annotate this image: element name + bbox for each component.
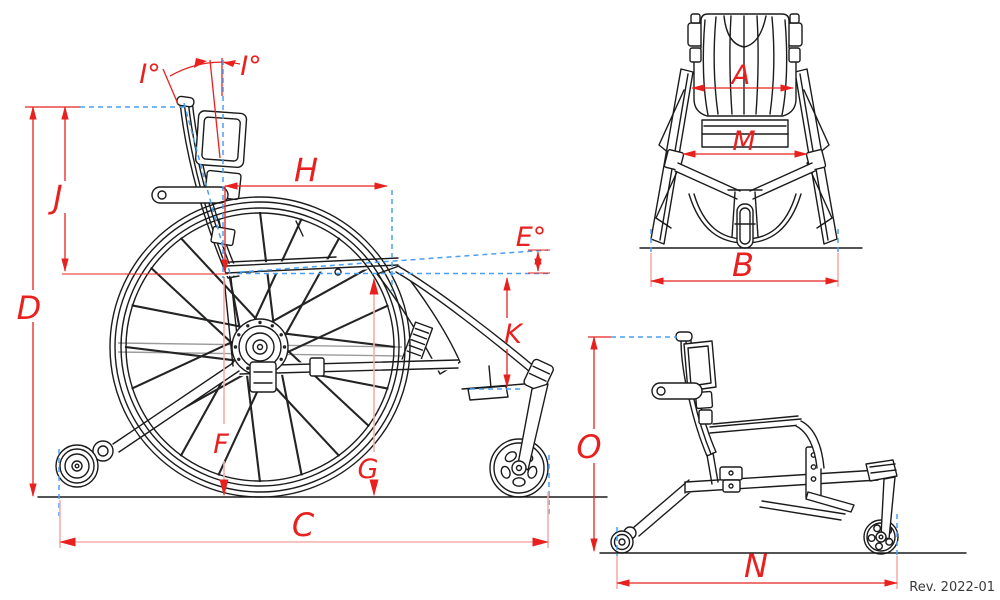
dim-label-i-right: I° [240,51,261,82]
armrest-bar [151,186,229,204]
dim-label-c: C [292,506,315,544]
frame-side-dimensions: O N [576,336,898,589]
dim-label-n: N [744,547,768,585]
dim-label-a: A [730,60,750,91]
front-view: A M B [639,13,863,287]
dim-label-k: K [504,319,524,350]
frame-side [92,95,537,462]
side-view: I° I° J D H E° K F G C [17,51,608,548]
wheel-hub [231,318,289,393]
footrest [461,365,525,401]
revision-label: Rev. 2022-01 [909,580,995,595]
front-seat [701,119,789,148]
front-view-dimensions: A M B [650,60,839,287]
frame-side-art [610,331,899,555]
seat [225,256,399,276]
frame-side-view: O N [576,331,967,589]
dim-label-i-left: I° [139,59,160,90]
dim-label-m: M [732,126,755,157]
dim-label-o: O [576,428,601,466]
backrest-pad [194,110,248,168]
dim-label-e: E° [516,222,547,253]
dim-label-h: H [294,151,318,189]
dim-label-g: G [358,454,379,485]
dim-label-d: D [17,289,42,327]
dim-label-b: B [732,246,754,284]
front-frame [663,149,827,249]
side-view-dimensions: I° I° J D H E° K F G C [17,51,550,548]
dim-label-f: F [213,429,229,460]
dim-label-j: J [47,178,62,216]
front-caster [489,358,554,498]
anti-tip-caster [55,444,99,488]
